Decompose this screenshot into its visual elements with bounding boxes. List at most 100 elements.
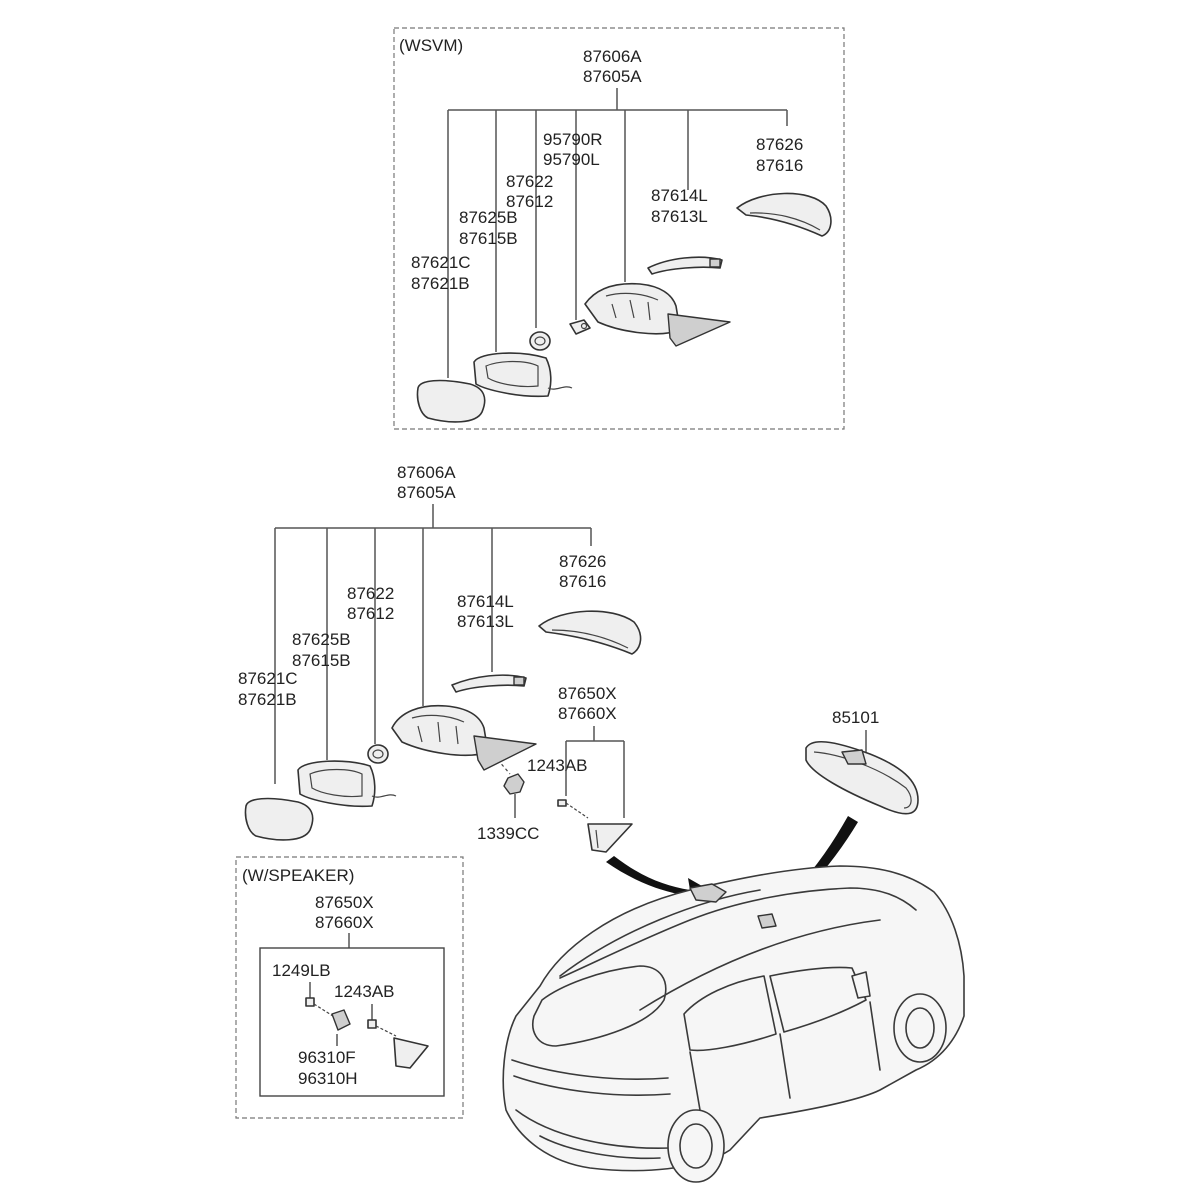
car-side-mirror: [851, 971, 871, 999]
std-scalp-cover: [538, 610, 642, 655]
wsvm-dashed-box: [393, 27, 845, 430]
car-roof-mirror-mount: [689, 883, 727, 903]
speaker-inner-box: [259, 947, 445, 1097]
wsvm-camera-lens: [580, 322, 588, 330]
speaker-screw-shafts: [313, 1003, 397, 1037]
wsvm-scalp-label-1: 87626: [756, 135, 803, 154]
speaker-label-1: 96310F: [298, 1048, 356, 1067]
wsvm-mirror-body-detail: [605, 292, 659, 321]
wsvm-assembly-label-1: 87606A: [583, 47, 642, 66]
wsvm-scalp-label-2: 87616: [756, 156, 803, 175]
wsvm-camera-label-2: 95790L: [543, 150, 600, 169]
std-scalp-label-1: 87626: [559, 552, 606, 571]
std-garnish-leader: [565, 726, 625, 818]
inside-mirror-glass-edge: [813, 751, 912, 809]
wsvm-glass-label-2: 87621B: [411, 274, 470, 293]
speaker-screw-b-label: 1243AB: [334, 982, 395, 1001]
wsvm-housing-inner: [485, 360, 539, 388]
speaker-dashed-box: [235, 856, 464, 1119]
std-screw-label: 1243AB: [527, 756, 588, 775]
wsvm-assembly-label-2: 87605A: [583, 67, 642, 86]
std-screw: [557, 799, 567, 807]
speaker-label-2: 96310H: [298, 1069, 358, 1088]
car-side-window-rear: [683, 975, 777, 1052]
std-actuator-label-2: 87612: [347, 604, 394, 623]
wsvm-title: (WSVM): [399, 36, 463, 55]
std-garnish-edge: [595, 829, 599, 849]
wsvm-section: (WSVM) 87606A 87605A 95790R 95790L 87626…: [393, 27, 845, 430]
speaker-screw-b: [367, 1019, 377, 1029]
car-front-wheel: [893, 993, 947, 1063]
speaker-unit: [331, 1009, 351, 1031]
wsvm-camera: [569, 319, 591, 335]
wsvm-lamp-label-2: 87613L: [651, 207, 708, 226]
std-actuator: [367, 744, 389, 764]
car-rear-wheel-hub: [679, 1123, 713, 1169]
speaker-title: (W/SPEAKER): [242, 866, 354, 885]
std-mirror-body-detail: [411, 714, 465, 745]
wsvm-mirror-glass: [416, 379, 486, 423]
std-mirror-base: [473, 735, 537, 771]
speaker-garnish-label-2: 87660X: [315, 913, 374, 932]
std-garnish-label-1: 87650X: [558, 684, 617, 703]
std-housing-label-2: 87615B: [292, 651, 351, 670]
car-door-lines: [689, 1001, 881, 1111]
std-screw-shaft: [565, 802, 589, 819]
std-assembly-label-1: 87606A: [397, 463, 456, 482]
wsvm-scalp-cover: [736, 192, 832, 237]
car-rear-wheel: [667, 1109, 725, 1183]
wsvm-actuator-label-2: 87612: [506, 192, 553, 211]
std-housing-wire: [371, 794, 397, 798]
car-windshield-mirror-mount: [757, 913, 777, 929]
std-repeater-lamp: [451, 674, 527, 693]
car-rear-bumper: [515, 1109, 671, 1160]
wsvm-repeater-tab: [709, 258, 721, 268]
speaker-screw-a: [305, 997, 315, 1007]
wsvm-housing-label-2: 87615B: [459, 229, 518, 248]
std-scalp-label-2: 87616: [559, 572, 606, 591]
wsvm-leader-tree: [447, 88, 788, 378]
wsvm-actuator-label-1: 87622: [506, 172, 553, 191]
std-nut-label: 1339CC: [477, 824, 539, 843]
wsvm-lamp-label-1: 87614L: [651, 186, 708, 205]
car-rear-window: [532, 965, 667, 1047]
std-repeater-tab: [513, 676, 525, 686]
inside-mirror-label: 85101: [832, 708, 879, 727]
std-garnish-label-2: 87660X: [558, 704, 617, 723]
std-housing-inner: [309, 768, 363, 798]
std-glass-label-1: 87621C: [238, 669, 298, 688]
speaker-garnish-label-1: 87650X: [315, 893, 374, 912]
std-mirror-glass: [244, 797, 314, 841]
wsvm-mirror-base: [667, 313, 731, 347]
speaker-garnish: [393, 1037, 429, 1069]
std-assembly-label-2: 87605A: [397, 483, 456, 502]
std-scalp-cover-edge: [551, 629, 629, 649]
speaker-screw-a-label: 1249LB: [272, 961, 331, 980]
wsvm-actuator-inner: [534, 336, 546, 346]
speaker-leaders: [309, 982, 373, 1046]
wsvm-housing-label-1: 87625B: [459, 208, 518, 227]
car-roof-rail-right: [639, 919, 881, 1011]
car-tail-lamp: [511, 1059, 669, 1080]
car-side-window-front: [769, 966, 867, 1033]
wsvm-glass-label-1: 87621C: [411, 253, 471, 272]
wsvm-scalp-cover-edge: [749, 212, 821, 231]
car-roof-rail-left: [559, 889, 761, 977]
wsvm-repeater-lamp: [647, 256, 723, 275]
inside-mirror: [805, 740, 919, 815]
car-front-wheel-hub: [905, 1007, 935, 1049]
wsvm-housing-wire: [547, 386, 573, 390]
standard-section: 87606A 87605A 87626 87616 87622 87612 87…: [238, 463, 642, 853]
std-mirror-body: [391, 704, 489, 757]
std-leader-tree: [274, 504, 592, 784]
car-illustration: [502, 865, 965, 1183]
car-tail-lamp-lower: [513, 1075, 671, 1096]
speaker-section: (W/SPEAKER) 87650X 87660X 1249LB 1243AB …: [235, 856, 464, 1119]
inside-mirror-mount: [841, 749, 867, 765]
std-glass-label-2: 87621B: [238, 690, 297, 709]
std-garnish: [587, 823, 633, 853]
car-roof: [559, 887, 917, 979]
std-nut: [503, 773, 525, 795]
std-housing-label-1: 87625B: [292, 630, 351, 649]
